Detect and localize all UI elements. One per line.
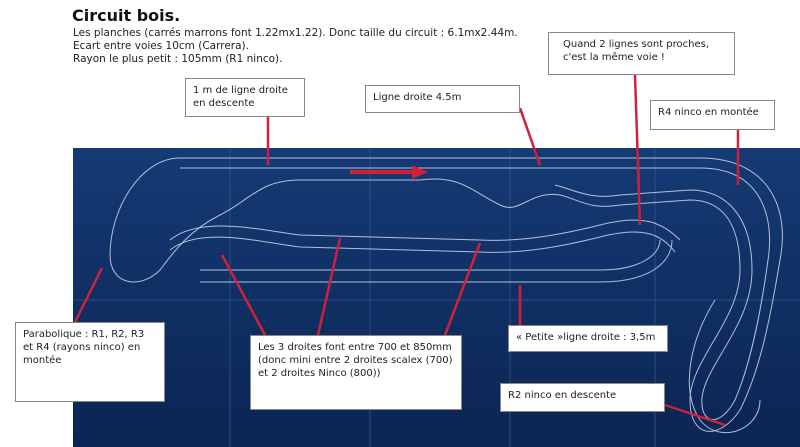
callout-r2: R2 ninco en descente: [500, 383, 665, 412]
track-layout: [109, 157, 783, 434]
callout-pointers: [73, 74, 740, 427]
callout-descente: 1 m de ligne droite en descente: [185, 78, 305, 117]
intro-line: Les planches (carrés marrons font 1.22mx…: [73, 27, 518, 39]
callout-3-droites: Les 3 droites font entre 700 et 850mm (d…: [250, 335, 462, 410]
intro-line: Rayon le plus petit : 105mm (R1 ninco).: [73, 53, 283, 65]
intro-text: Les planches (carrés marrons font 1.22mx…: [73, 27, 518, 66]
callout-lignes-proches: Quand 2 lignes sont proches, c'est la mê…: [548, 32, 735, 75]
callout-ligne-droite-45: Ligne droite 4.5m: [365, 85, 520, 113]
callout-parabolique: Parabolique : R1, R2, R3 et R4 (rayons n…: [15, 322, 165, 402]
page-title: Circuit bois.: [72, 6, 181, 25]
intro-line: Ecart entre voies 10cm (Carrera).: [73, 40, 249, 52]
direction-arrow-icon: [350, 165, 428, 179]
callout-r4: R4 ninco en montée: [650, 100, 775, 130]
callout-petite-ligne: « Petite »ligne droite : 3,5m: [508, 325, 668, 352]
